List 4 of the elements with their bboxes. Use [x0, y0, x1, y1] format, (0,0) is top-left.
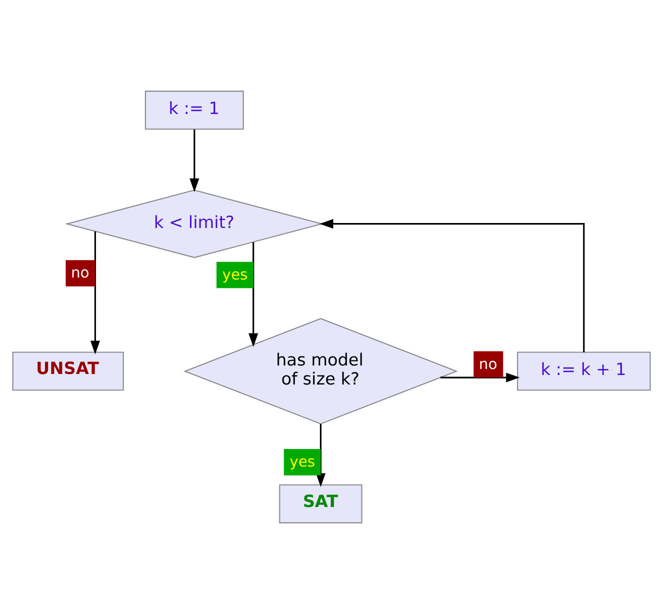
edge-label: yes — [222, 266, 248, 283]
edge-label: no — [478, 355, 498, 372]
edge-label: yes — [290, 453, 316, 470]
edge-label: no — [70, 264, 90, 282]
